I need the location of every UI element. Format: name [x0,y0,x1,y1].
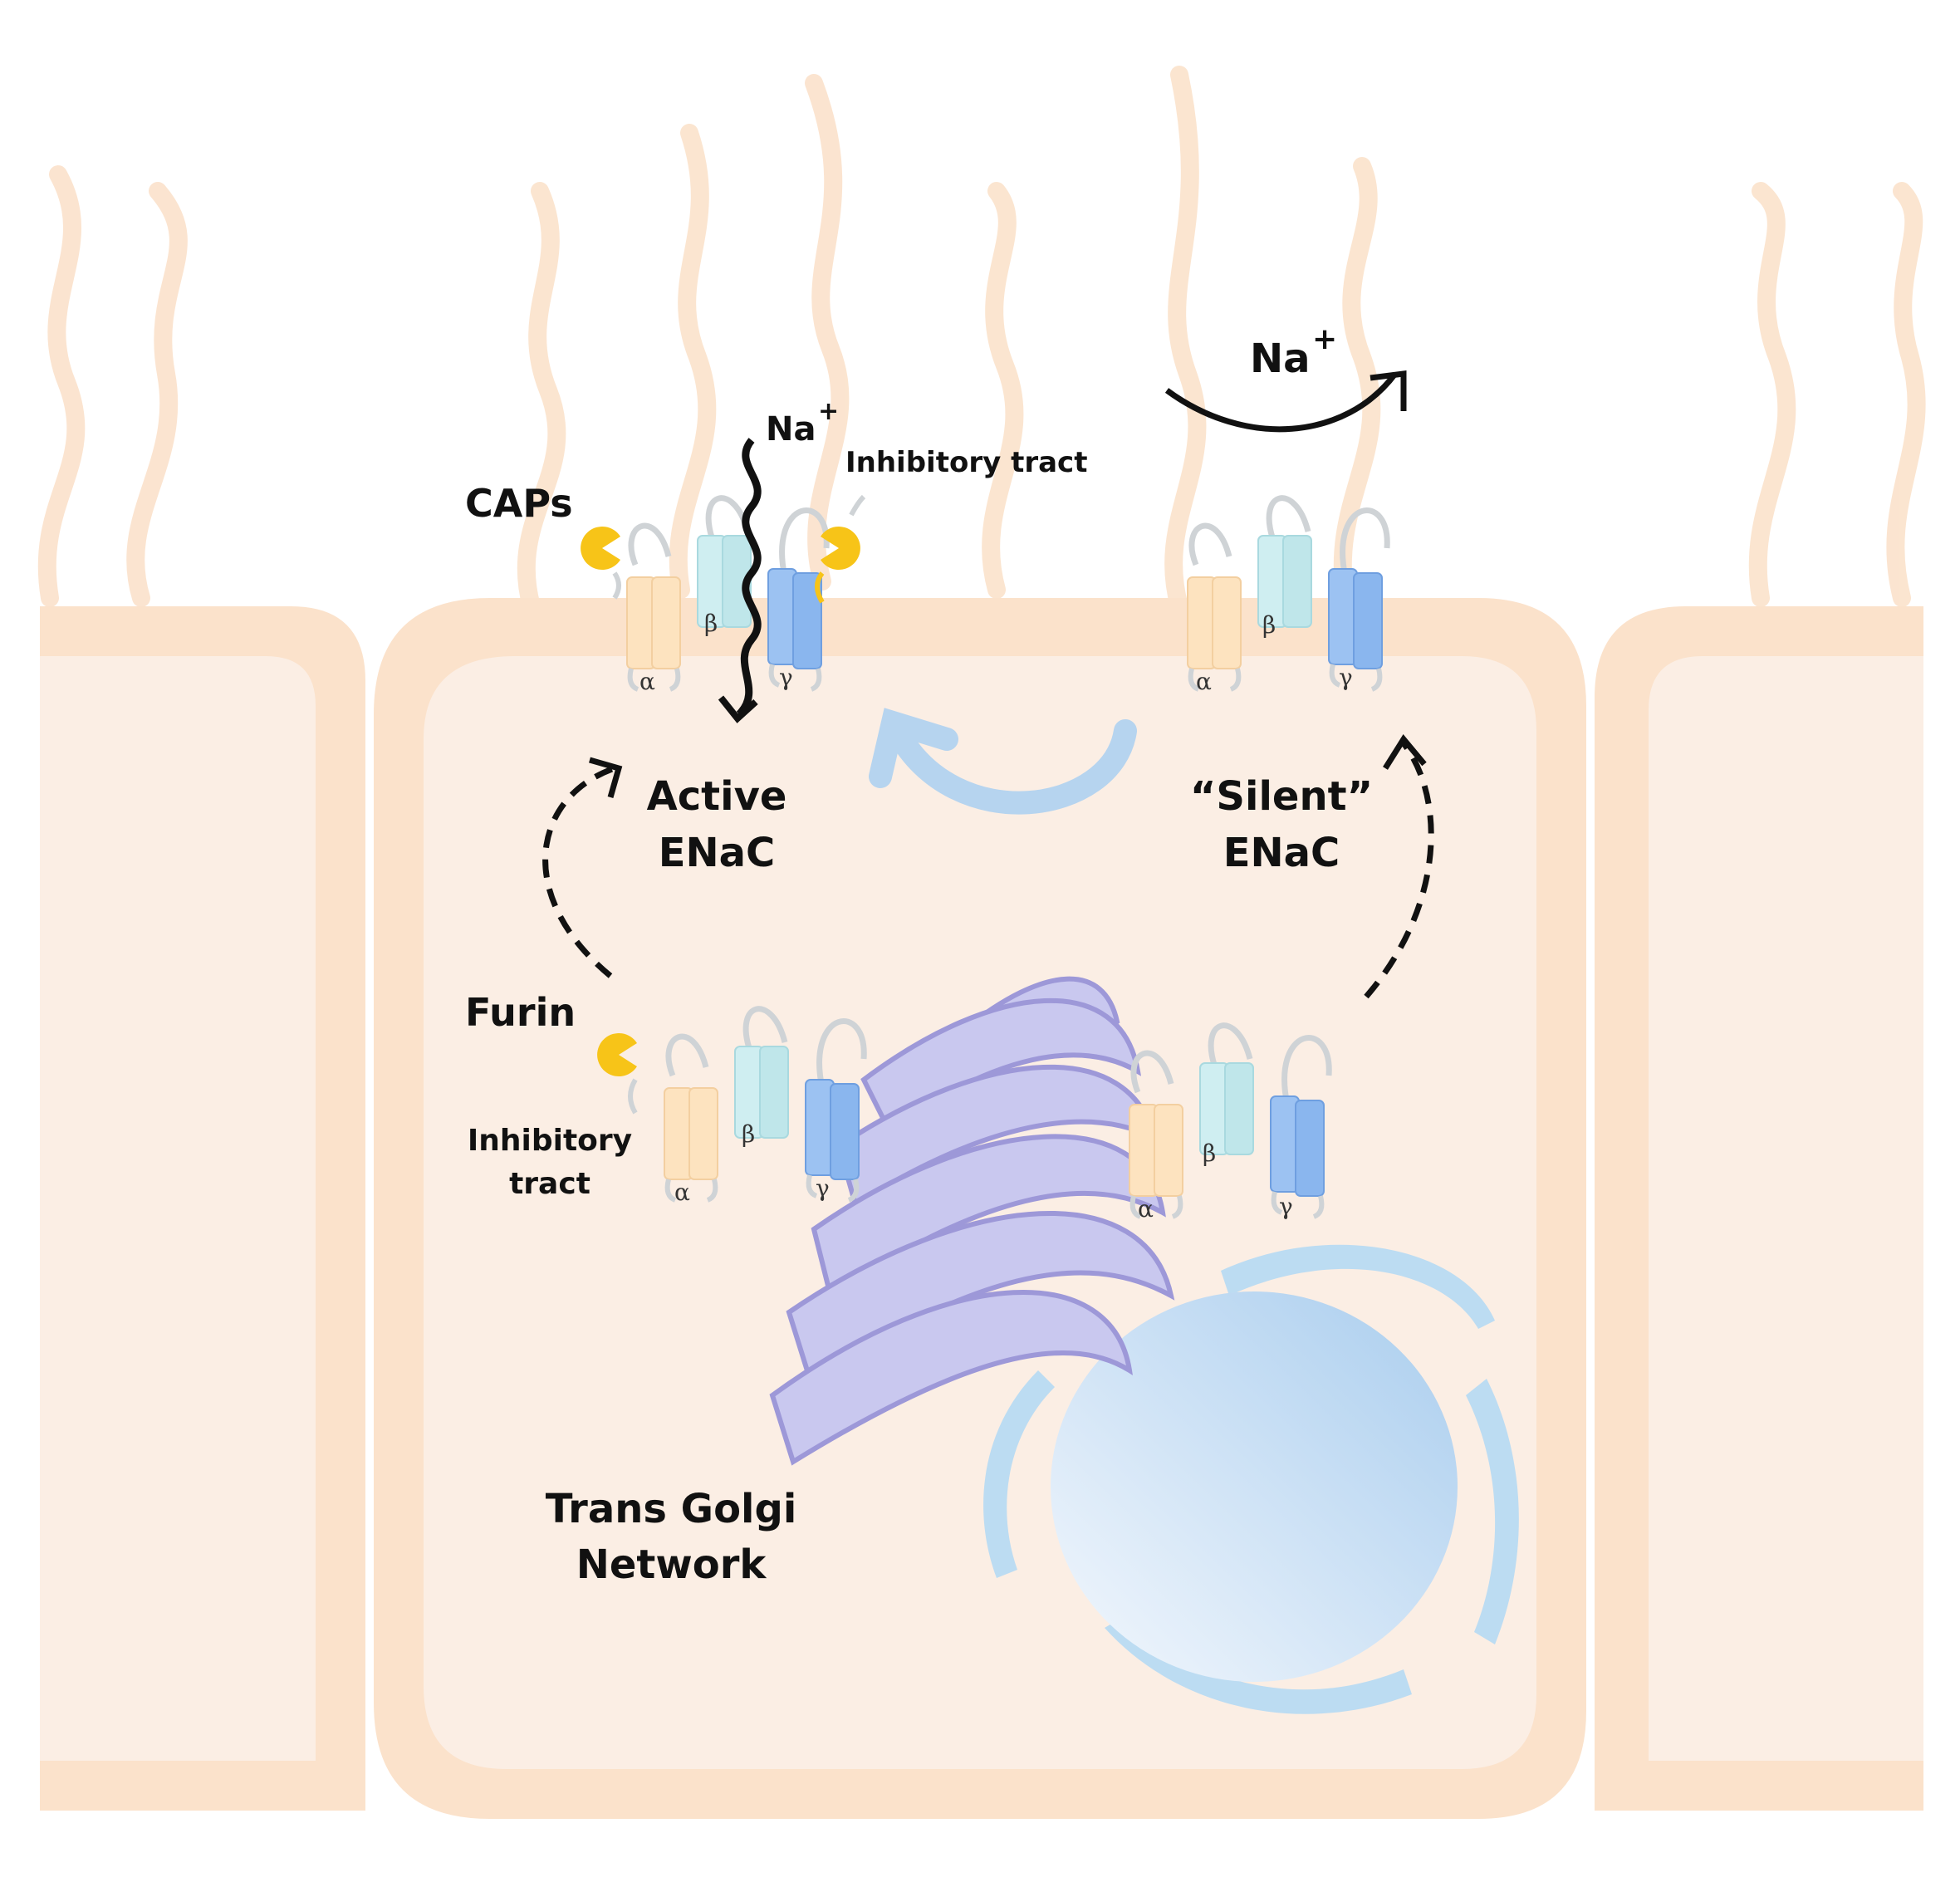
gamma-label-4: γ [1279,1193,1293,1220]
caps-protease-icon [581,527,621,600]
nucleus [983,1244,1519,1714]
enac-tgn-right: α β γ [1129,1026,1329,1223]
label-na-active-plus: + [818,397,839,426]
alpha-label-3: α [674,1179,690,1206]
label-silent-enac-line2: ENaC [1223,830,1340,876]
alpha-label-4: α [1138,1195,1154,1223]
dashed-arrow-right [1364,741,1434,999]
sodium-flux-wave [736,438,762,718]
enac-active-membrane: α β γ [627,498,826,695]
sodium-flux-arrowhead [718,695,758,723]
label-tgn-line1: Trans Golgi [546,1486,797,1532]
alpha-label-1: α [639,668,655,695]
label-na-silent-plus: + [1312,322,1337,356]
label-active-enac-line1: Active [647,773,787,820]
beta-label-3: β [742,1120,755,1148]
beta-label-2: β [1262,611,1276,639]
label-inhibitory-tract-left-line2: tract [509,1167,590,1201]
label-furin: Furin [465,990,576,1035]
enac-tgn-left: α β γ [664,1009,864,1206]
furin-protease-icon [597,1033,638,1115]
label-tgn-line2: Network [576,1541,767,1588]
enac-silent-membrane: α β γ [1188,498,1387,695]
label-na-silent: Na [1250,336,1311,382]
alpha-label-2: α [1196,668,1212,695]
right-cell-cytoplasm [1649,656,1923,1761]
sodium-arc-arrowhead [1370,370,1407,411]
left-cell-cytoplasm [40,656,316,1761]
nucleus-core [1051,1291,1458,1682]
dashed-arrow-right-head [1383,734,1427,770]
label-caps: CAPs [465,481,573,526]
label-inhibitory-tract-left-line1: Inhibitory [468,1124,632,1158]
gamma-label-2: γ [1339,664,1353,691]
beta-label-4: β [1203,1139,1216,1167]
sodium-arc [1164,371,1398,433]
gamma-label-1: γ [779,664,793,691]
label-silent-enac-line1: “Silent” [1190,773,1373,820]
dashed-arrow-left [542,765,616,978]
label-active-enac-line2: ENaC [659,830,776,876]
gamma-label-3: γ [816,1174,830,1202]
caps-protease-right-icon [815,494,866,604]
label-na-active: Na [766,410,816,448]
label-inhibitory-tract-top: Inhibitory tract [845,446,1087,479]
dashed-arrow-left-head [589,757,623,798]
recycle-arrow [869,708,1137,815]
beta-label-1: β [704,610,718,637]
golgi-apparatus [769,976,1175,1466]
